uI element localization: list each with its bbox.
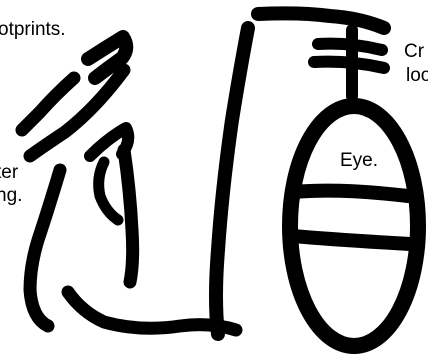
label-left-line1: ter (0, 162, 18, 184)
label-right-line2: loo (406, 65, 428, 87)
stroke-top-horizontal (258, 13, 384, 28)
stroke-small-curve (99, 162, 118, 220)
stroke-long-left-arc (216, 28, 248, 334)
label-right-line1: Cr (404, 41, 424, 63)
stroke-eye-upper-bar (294, 191, 408, 196)
stroke-center-vertical (124, 150, 133, 282)
label-left-line2: ng. (0, 185, 22, 207)
label-footprints: otprints. (0, 19, 66, 41)
stroke-left-vertical (30, 170, 60, 326)
label-eye: Eye. (340, 150, 378, 172)
stroke-left-upper-slant (22, 78, 74, 130)
eye-oval (290, 106, 418, 346)
stroke-eye-lower-bar (292, 236, 410, 244)
